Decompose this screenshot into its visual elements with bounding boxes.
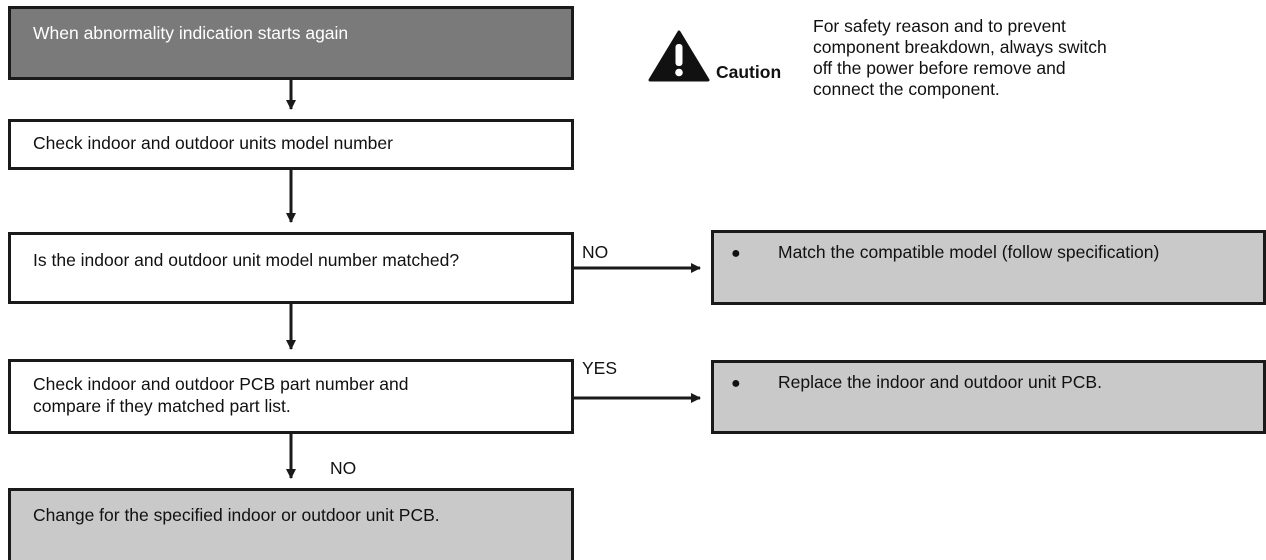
edge-label-yes: YES	[582, 358, 618, 378]
decision-model-text: Is the indoor and outdoor unit model num…	[33, 250, 460, 270]
edge-label-no: NO	[582, 242, 609, 262]
caution-line-1: For safety reason and to prevent	[813, 16, 1066, 36]
check-model-box: Check indoor and outdoor units model num…	[8, 119, 574, 170]
check-pcb-box: Check indoor and outdoor PCB part number…	[8, 359, 574, 434]
start-box: When abnormality indication starts again	[8, 6, 574, 80]
edge-label-no-bottom: NO	[330, 458, 357, 478]
bullet-icon: ●	[731, 245, 741, 262]
change-pcb-box: Change for the specified indoor or outdo…	[8, 488, 574, 560]
check-pcb-text-line-2: compare if they matched part list.	[33, 396, 291, 416]
replace-pcb-box: ● Replace the indoor and outdoor unit PC…	[711, 360, 1266, 434]
match-model-box: ● Match the compatible model (follow spe…	[711, 230, 1266, 305]
caution-label: Caution	[716, 62, 782, 82]
match-model-text: Match the compatible model (follow speci…	[778, 242, 1160, 262]
caution-line-4: connect the component.	[813, 79, 1000, 99]
caution-message: For safety reason and to prevent compone…	[813, 16, 1107, 100]
warning-triangle-icon	[648, 30, 710, 82]
decision-model-box: Is the indoor and outdoor unit model num…	[8, 232, 574, 304]
start-text: When abnormality indication starts again	[33, 23, 349, 43]
replace-pcb-text: Replace the indoor and outdoor unit PCB.	[778, 372, 1102, 392]
bullet-icon: ●	[731, 375, 741, 392]
change-pcb-text: Change for the specified indoor or outdo…	[33, 505, 440, 525]
caution-line-2: component breakdown, always switch	[813, 37, 1107, 57]
check-model-text: Check indoor and outdoor units model num…	[33, 133, 393, 153]
check-pcb-text-line-1: Check indoor and outdoor PCB part number…	[33, 374, 409, 394]
caution-line-3: off the power before remove and	[813, 58, 1066, 78]
